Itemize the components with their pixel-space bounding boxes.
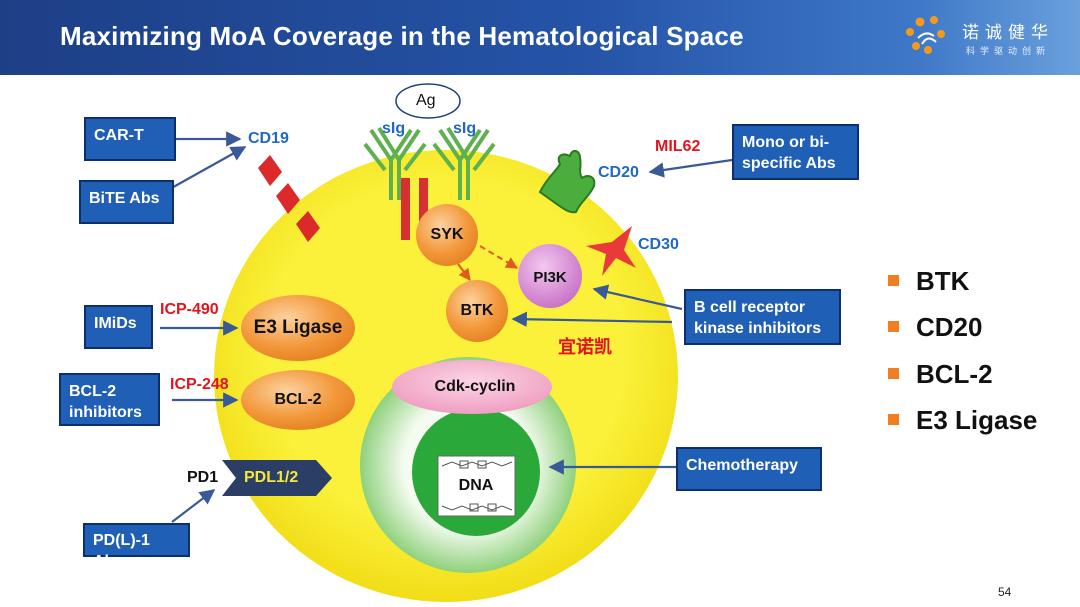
sig-right-label: sIg (453, 120, 477, 137)
imids-box: IMiDs (84, 305, 153, 349)
page-number: 54 (998, 585, 1012, 599)
pdl1-abs-arrow (171, 489, 216, 523)
cd30-label: CD30 (638, 236, 679, 253)
cd20-label: CD20 (598, 164, 639, 181)
pd1-label: PD1 (187, 469, 219, 486)
page-title: Maximizing MoA Coverage in the Hematolog… (60, 21, 744, 51)
bcl2-node (241, 370, 355, 430)
syk-label: SYK (430, 226, 464, 243)
syk-to-btk-arrow (457, 263, 471, 281)
company-logo (906, 16, 945, 54)
bcr-to-pi3k-arrow (592, 284, 683, 311)
bcr-bar-left (401, 178, 410, 240)
e3-ligase-label: E3 Ligase (253, 317, 343, 338)
cdk-cyclin-label: Cdk-cyclin (434, 378, 516, 395)
header-bar (0, 0, 1080, 75)
legend-square-icon (888, 367, 899, 379)
dna-label: DNA (458, 477, 494, 494)
legend-square-icon (888, 413, 899, 425)
icp490-label: ICP-490 (160, 301, 219, 318)
bcr-bar-right (419, 178, 428, 240)
bcl2-inhibitors-box: BCL-2 inhibitors (59, 373, 160, 426)
cd19-marker-icon (258, 155, 320, 242)
bite-abs-box: BiTE Abs (79, 180, 174, 224)
pdl1-abs-box: PD(L)-1 Abs (83, 523, 190, 570)
bcr-kinase-inhibitors-box: B cell receptor kinase inhibitors (684, 289, 841, 345)
car-t-box: CAR-T (84, 117, 176, 161)
icp248-label: ICP-248 (170, 376, 229, 393)
legend-item-btk: BTK (888, 266, 969, 297)
dna-structure-icon (441, 460, 513, 512)
legend-square-icon (888, 320, 899, 332)
legend-item-cd20: CD20 (888, 312, 982, 343)
cd20-protrusion-icon (538, 150, 596, 214)
mil62-label: MIL62 (655, 138, 701, 155)
cd30-marker-icon (586, 226, 636, 276)
pdl12-chevron (222, 460, 332, 496)
logo-text: 诺诚健华 (962, 23, 1054, 43)
chemotherapy-box: Chemotherapy (676, 447, 822, 491)
sig-left-label: sIg (382, 120, 406, 137)
sig-antibody-left-icon (363, 126, 427, 200)
cdk-cyclin-node (392, 360, 552, 414)
syk-node (416, 204, 478, 266)
legend-item-bcl2: BCL-2 (888, 359, 993, 390)
btk-node (446, 280, 508, 342)
legend-item-e3-ligase: E3 Ligase (888, 405, 1037, 436)
pi3k-label: PI3K (533, 269, 567, 286)
logo-subtitle: 科学驱动创新 (966, 47, 1051, 57)
legend-square-icon (888, 274, 899, 286)
antigen-node (395, 83, 461, 119)
cd19-label: CD19 (248, 130, 289, 147)
bite-arrow (167, 146, 247, 191)
yinuokai-label: 宜诺凯 (558, 337, 612, 358)
pdl12-label: PDL1/2 (244, 469, 299, 486)
btk-label: BTK (460, 302, 494, 319)
ag-label: Ag (416, 92, 436, 109)
pi3k-node (518, 244, 582, 308)
mono-bi-arrow (648, 158, 733, 178)
logo-dots-icon (906, 16, 945, 54)
bcr-to-btk-arrow (511, 311, 673, 327)
bcl2-label: BCL-2 (274, 391, 322, 408)
sig-antibody-right-icon (432, 126, 496, 200)
syk-to-pi3k-arrow (479, 245, 519, 269)
e3-ligase-node (241, 295, 355, 361)
mono-bi-abs-box: Mono or bi-specific Abs (732, 124, 859, 180)
